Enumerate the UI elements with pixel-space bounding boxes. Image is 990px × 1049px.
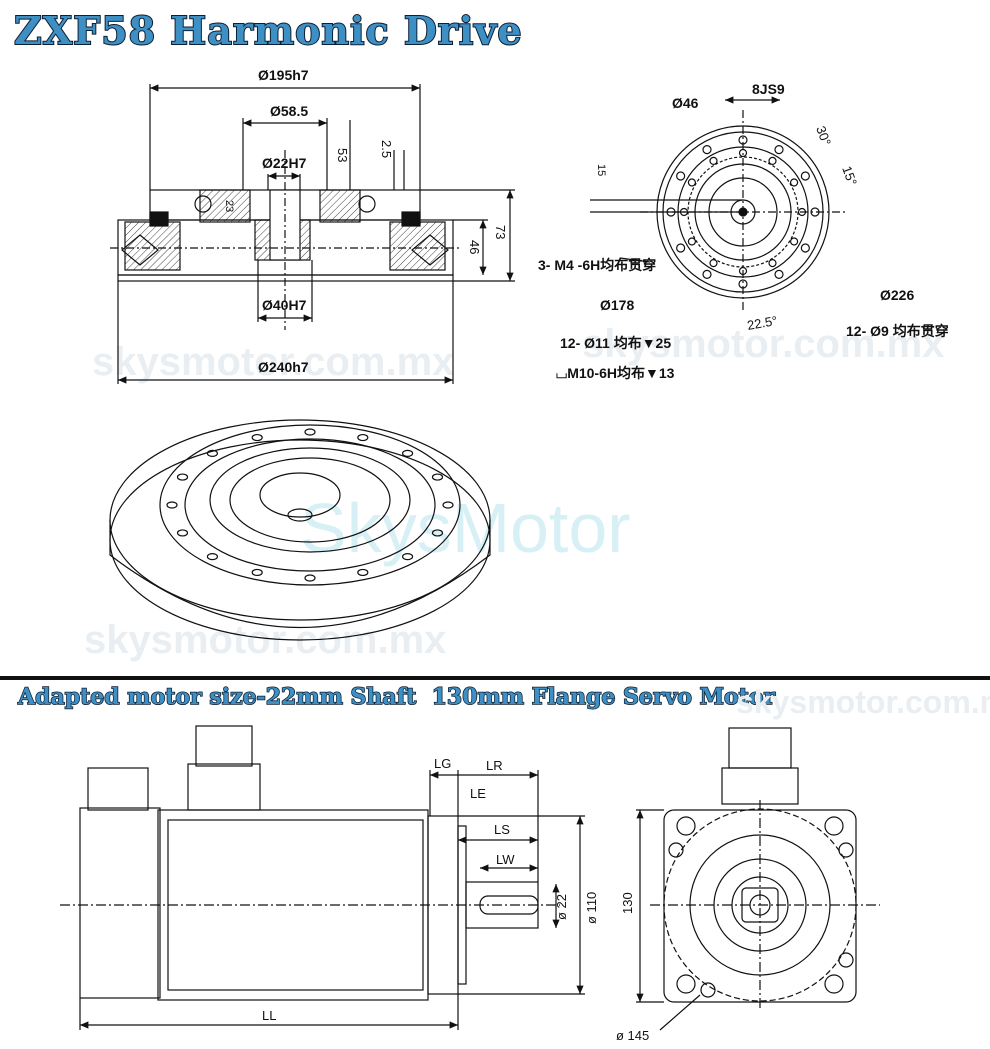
bolt-hole — [800, 243, 810, 253]
dim-58-5: Ø58.5 — [270, 103, 308, 119]
bolt-hole — [774, 145, 784, 155]
watermark-brand: SkysMotor — [300, 489, 631, 567]
bolt-hole — [789, 178, 799, 187]
bolt-hole — [702, 145, 712, 155]
dim-LR: LR — [486, 758, 503, 773]
bolt-hole — [702, 269, 712, 279]
bolt-hole — [676, 243, 686, 253]
angle-30: 30° — [813, 124, 834, 148]
iso-bolt-hole — [251, 568, 263, 577]
dim-178: Ø178 — [600, 297, 634, 313]
bolt-hole — [738, 148, 748, 158]
section-divider — [0, 676, 990, 680]
iso-bolt-hole — [304, 428, 316, 436]
bolt-hole — [738, 279, 748, 289]
holes-m10-label: ⌴M10-6H均布▼13 — [556, 365, 675, 381]
iso-bolt-hole — [431, 473, 444, 481]
drive-isometric-view — [109, 419, 491, 641]
motor-side-view: LG LR LE LS LW ø 22 ø 110 LL — [60, 725, 599, 1030]
bolt-hole — [774, 269, 784, 279]
keyway-label: 8JS9 — [752, 81, 785, 97]
iso-bolt-hole — [357, 568, 369, 577]
harmonic-drive-title: ZXF58 Harmonic Drive — [13, 7, 523, 54]
dim-LL: LL — [262, 1008, 276, 1023]
bolt-hole — [797, 207, 807, 217]
bolt-hole — [738, 266, 748, 276]
watermark-url: skysmotor.com.mx — [736, 684, 990, 720]
bolt-hole — [738, 135, 748, 145]
bolt-hole — [687, 178, 697, 187]
motor-title: Adapted motor size-22mm Shaft 130mm Flan… — [17, 683, 776, 711]
tapped-holes-label: 3- M4 -6H均布贯穿 — [538, 257, 656, 273]
motor-front-view: 130 ø 145 — [616, 727, 880, 1043]
dim-40: Ø40H7 — [262, 297, 307, 313]
iso-bolt-hole — [401, 449, 414, 457]
iso-bolt-hole — [176, 529, 189, 537]
holes-9-label: 12- Ø9 均布贯穿 — [846, 323, 949, 339]
shaft-diameter: ø 22 — [554, 894, 569, 920]
dim-LE: LE — [470, 786, 486, 801]
bolt-hole — [768, 258, 777, 268]
bolt-hole — [810, 207, 820, 217]
bolt-hole — [709, 156, 718, 166]
iso-bolt-hole — [166, 501, 178, 509]
iso-bolt-hole — [431, 529, 444, 537]
watermark-url: skysmotor.com.mx — [582, 322, 945, 366]
iso-bolt-hole — [206, 449, 219, 457]
dim-LW: LW — [496, 852, 515, 867]
bolt-hole — [768, 156, 777, 166]
angle-15: 15° — [839, 164, 860, 188]
iso-bolt-hole — [357, 433, 369, 442]
flange-diameter: ø 110 — [584, 892, 599, 924]
key-height: 15 — [595, 164, 607, 176]
bolt-hole — [789, 237, 799, 246]
iso-bolt-hole — [304, 574, 316, 582]
square-130: 130 — [620, 892, 635, 914]
bolt-hole — [800, 171, 810, 181]
dim-46: 46 — [467, 240, 482, 254]
dim-226: Ø226 — [880, 287, 914, 303]
drive-front-view: Ø46 8JS9 30° 15° 22.5° 15 3- M4 -6H均布贯穿 … — [538, 81, 949, 381]
dim-2-5: 2.5 — [379, 140, 394, 158]
iso-bolt-hole — [251, 433, 263, 442]
iso-bolt-hole — [176, 473, 189, 481]
dim-195: Ø195h7 — [258, 67, 309, 83]
iso-bolt-hole — [442, 501, 454, 509]
iso-bolt-hole — [206, 553, 219, 561]
bolt-hole — [676, 171, 686, 181]
dim-23: 23 — [223, 200, 235, 212]
dim-73: 73 — [493, 225, 508, 239]
pcd-145: ø 145 — [616, 1028, 649, 1043]
dim-46-front: Ø46 — [672, 95, 699, 111]
dim-LS: LS — [494, 822, 510, 837]
angle-22-5: 22.5° — [746, 313, 779, 333]
iso-bolt-hole — [401, 553, 414, 561]
dim-22: Ø22H7 — [262, 155, 307, 171]
dim-53: 53 — [335, 148, 350, 162]
isometric-holes — [166, 428, 454, 582]
dim-240: Ø240h7 — [258, 359, 309, 375]
bolt-hole — [687, 237, 697, 246]
dim-LG: LG — [434, 756, 451, 771]
holes-11-label: 12- Ø11 均布▼25 — [560, 335, 671, 351]
bolt-hole — [709, 258, 718, 268]
drive-section-view: Ø195h7 Ø58.5 Ø22H7 Ø40H7 Ø240h7 53 2.5 2… — [110, 67, 515, 384]
